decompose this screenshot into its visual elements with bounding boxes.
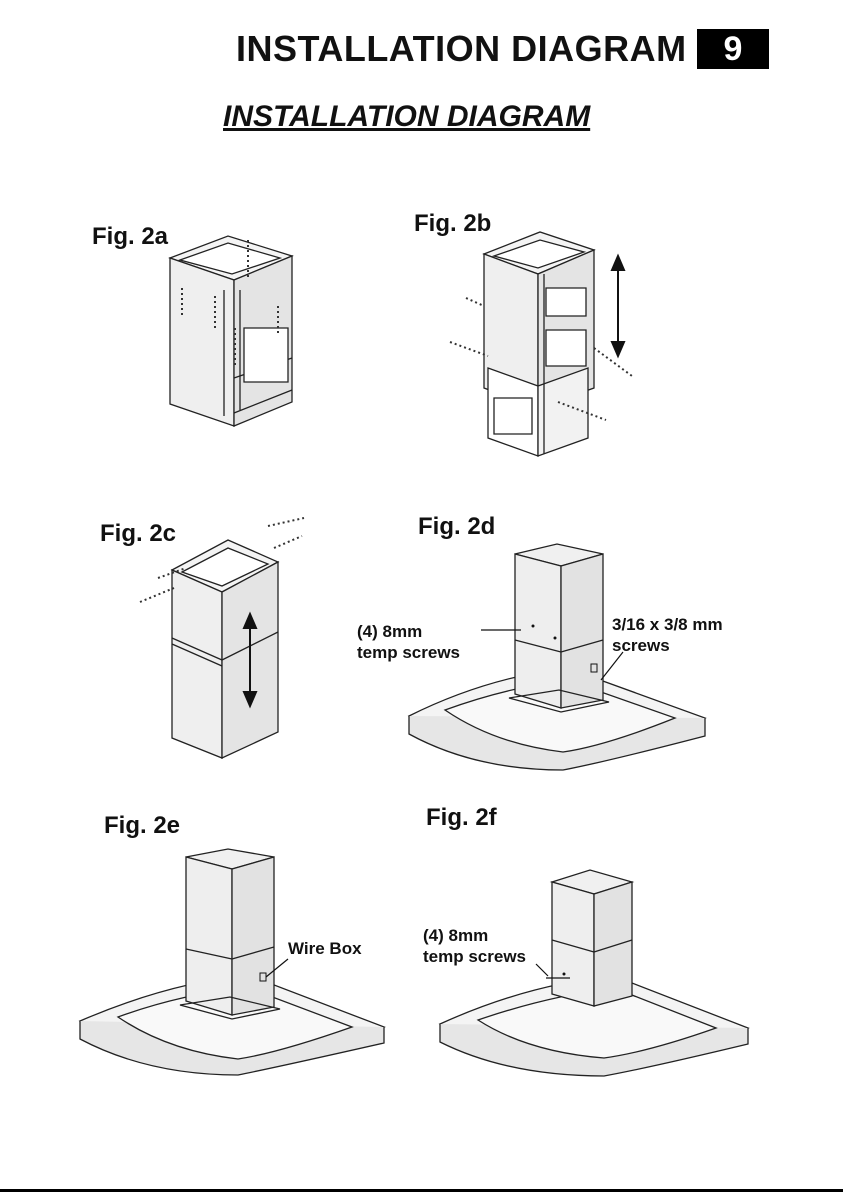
wire-box-callout: Wire Box bbox=[288, 938, 362, 959]
fig-2d-temp-screws-callout: (4) 8mm temp screws bbox=[357, 621, 460, 663]
page-header-title: INSTALLATION DIAGRAM bbox=[236, 28, 687, 70]
fig-2d-screws-callout: 3/16 x 3/8 mm screws bbox=[612, 614, 723, 656]
fig-2a-illustration bbox=[160, 228, 300, 433]
page-number-badge: 9 bbox=[697, 29, 769, 69]
fig-2d-label: Fig. 2d bbox=[418, 513, 495, 541]
fig-2a-label: Fig. 2a bbox=[92, 223, 168, 251]
fig-2e-illustration bbox=[78, 845, 388, 1075]
fig-2f-illustration bbox=[438, 866, 753, 1076]
fig-2c-illustration bbox=[138, 518, 308, 763]
section-title: INSTALLATION DIAGRAM bbox=[223, 100, 590, 134]
fig-2b-illustration bbox=[448, 218, 638, 463]
fig-2f-label: Fig. 2f bbox=[426, 804, 497, 832]
fig-2e-label: Fig. 2e bbox=[104, 812, 180, 840]
fig-2f-temp-screws-callout: (4) 8mm temp screws bbox=[423, 925, 526, 967]
